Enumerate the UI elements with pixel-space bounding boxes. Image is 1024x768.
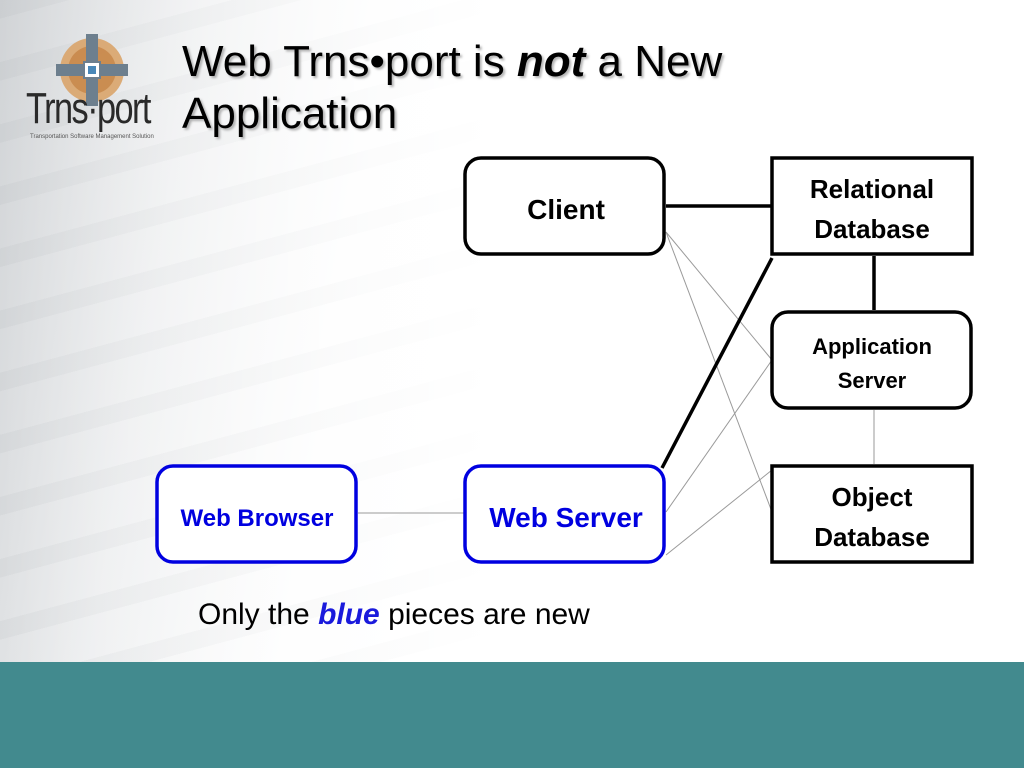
logo-wordmark: Trns·port [26, 84, 151, 133]
client-node [463, 156, 666, 256]
trnsport-logo-icon [56, 34, 128, 106]
footer-band [0, 662, 1024, 768]
caption: Only the blue pieces are new [198, 598, 590, 632]
slide-title: Web Trns•port is not a New Application [182, 36, 882, 140]
connector-client-appserver [665, 231, 773, 361]
client-label: Client [527, 194, 605, 225]
web-browser-node [155, 464, 358, 564]
title-line2: Application [182, 89, 398, 138]
relational-db-label-2: Database [814, 214, 930, 244]
object-db-label-2: Database [814, 522, 930, 552]
relational-db-label-1: Relational [810, 174, 934, 204]
app-server-label-2: Server [838, 368, 907, 393]
thick-connectors [660, 204, 876, 469]
relational-db-node [770, 156, 974, 256]
title-suffix: a New [585, 37, 723, 86]
web-server-label: Web Server [489, 502, 643, 533]
connector-webserver-relationaldb [660, 257, 774, 469]
app-server-label-1: Application [812, 334, 932, 359]
app-server-node [770, 310, 973, 410]
title-emphasis: not [516, 37, 586, 86]
object-db-label-1: Object [832, 482, 913, 512]
connector-webserver-appserver [665, 359, 773, 513]
caption-emphasis: blue [318, 598, 380, 631]
architecture-diagram: Client Relational Database Application S… [155, 156, 974, 564]
title-prefix: Web Trns•port is [182, 37, 517, 86]
caption-suffix: pieces are new [379, 598, 590, 631]
logo-subtitle: Transportation Software Management Solut… [30, 134, 154, 140]
connector-webserver-objectdb [665, 469, 773, 556]
thin-connectors [358, 231, 875, 556]
web-browser-label: Web Browser [181, 505, 334, 532]
object-db-node [770, 464, 974, 564]
web-server-node [463, 464, 666, 564]
connector-client-objectdb [665, 231, 773, 513]
caption-prefix: Only the [198, 598, 319, 631]
